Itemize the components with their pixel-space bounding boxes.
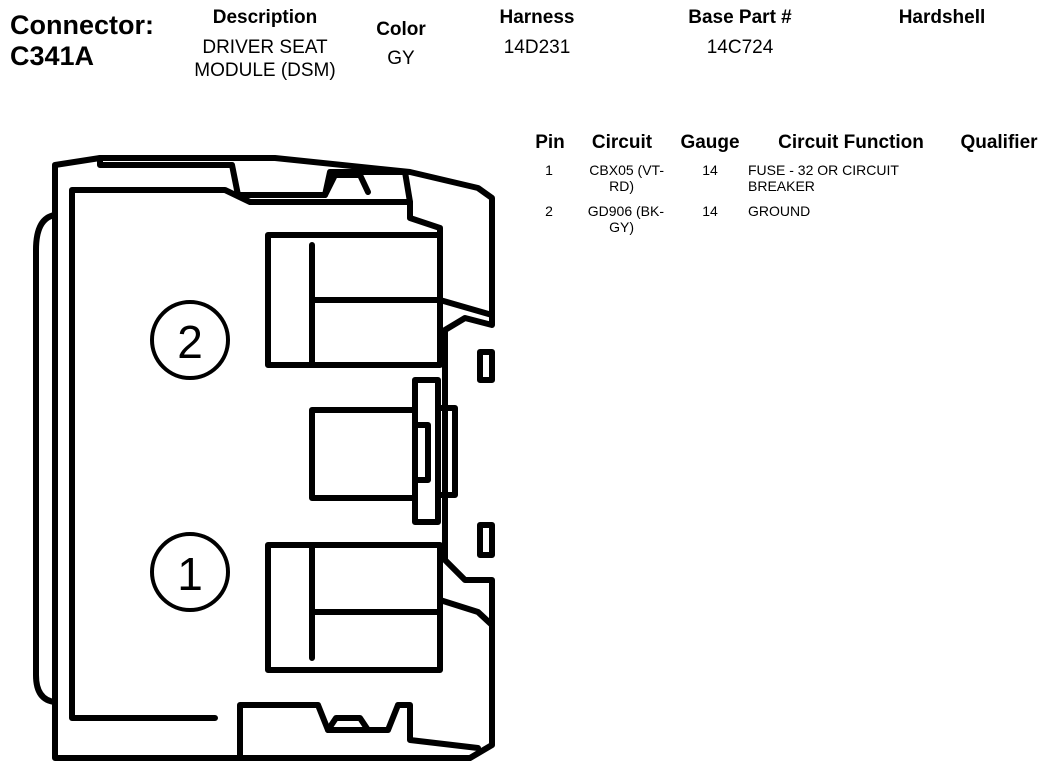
hardshell-header: Hardshell (898, 7, 986, 28)
base-part-value: 14C724 (706, 37, 774, 58)
pin-1-circle (150, 532, 230, 612)
function-line-1: FUSE - 32 OR CIRCUIT (748, 162, 899, 178)
bottom-latch (237, 702, 481, 761)
bottom-latch-inner (325, 715, 371, 733)
center-keyway (309, 407, 418, 501)
column-pin: Pin (535, 132, 565, 153)
row-function: FUSE - 32 OR CIRCUIT BREAKER (748, 162, 948, 194)
pin-2-label: 2 (177, 316, 203, 368)
row-circuit: GD906 (BK- GY) (560, 203, 664, 235)
description-header: Description (212, 7, 318, 28)
connector-label: Connector: (10, 10, 154, 40)
harness-value: 14D231 (503, 37, 571, 58)
base-part-header: Base Part # (688, 7, 792, 28)
right-tab-lower (477, 522, 495, 558)
pin-1-label: 1 (177, 548, 203, 600)
top-latch-inner (322, 172, 371, 198)
column-gauge: Gauge (680, 132, 740, 153)
left-bump (33, 212, 58, 705)
circuit-line-1: CBX05 (VT- (589, 162, 664, 178)
description-line-1: DRIVER SEAT (202, 37, 328, 58)
terminal-2-cavity (265, 232, 443, 368)
description-line-2: MODULE (DSM) (194, 60, 336, 81)
terminal-1-cavity (265, 542, 443, 673)
connector-id: C341A (10, 41, 95, 71)
column-qualifier: Qualifier (960, 132, 1038, 153)
row-pin: 2 (545, 203, 553, 219)
circuit-line-1: GD906 (BK- (587, 203, 664, 219)
right-tab-upper (477, 349, 495, 383)
harness-header: Harness (499, 7, 575, 28)
housing-outline (52, 155, 495, 761)
color-header: Color (376, 19, 426, 40)
right-lower-edge (437, 597, 495, 628)
row-gauge: 14 (702, 203, 718, 219)
column-circuit-function: Circuit Function (778, 132, 924, 153)
terminal-1-inner (309, 542, 443, 661)
row-function: GROUND (748, 203, 948, 219)
connector-title: Connector: C341A (10, 10, 154, 72)
terminal-2-inner (309, 242, 443, 368)
center-key (412, 377, 441, 525)
function-line-1: GROUND (748, 203, 811, 219)
top-latch (97, 155, 413, 205)
pin-2-circle (150, 300, 230, 380)
color-value: GY (387, 48, 415, 69)
row-pin: 1 (545, 162, 553, 178)
description-value: DRIVER SEAT MODULE (DSM) (175, 36, 355, 82)
circuit-line-2: GY) (609, 219, 634, 235)
column-circuit: Circuit (591, 132, 653, 153)
center-key-plate (435, 405, 458, 498)
row-gauge: 14 (702, 162, 718, 178)
circuit-line-2: RD) (609, 178, 634, 194)
row-circuit: CBX05 (VT- RD) (560, 162, 664, 194)
function-line-2: BREAKER (748, 178, 815, 194)
